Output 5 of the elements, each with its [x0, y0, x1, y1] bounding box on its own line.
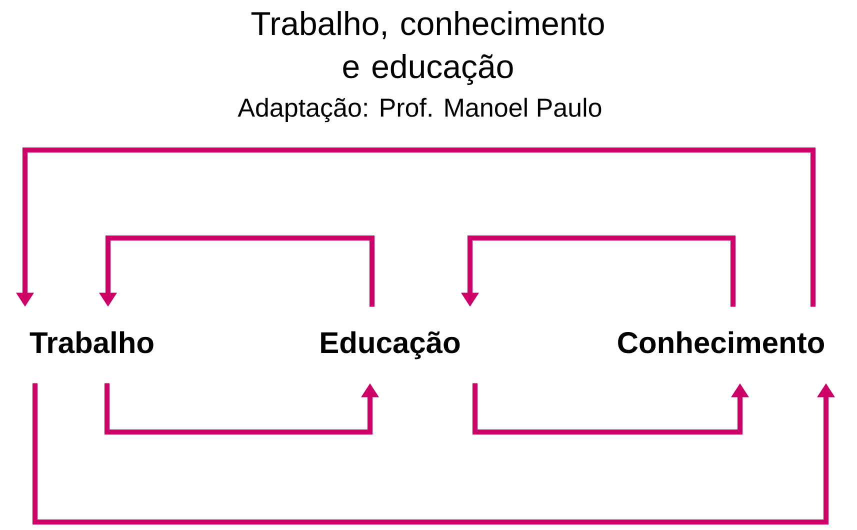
title: Trabalho, conhecimento e educação: [251, 11, 604, 85]
subtitle: Adaptação: Prof. Manoel Paulo: [238, 98, 602, 122]
node-label: Trabalho: [30, 331, 154, 354]
node-label: Educação: [321, 331, 460, 360]
node-label: Conhecimento: [618, 331, 824, 354]
